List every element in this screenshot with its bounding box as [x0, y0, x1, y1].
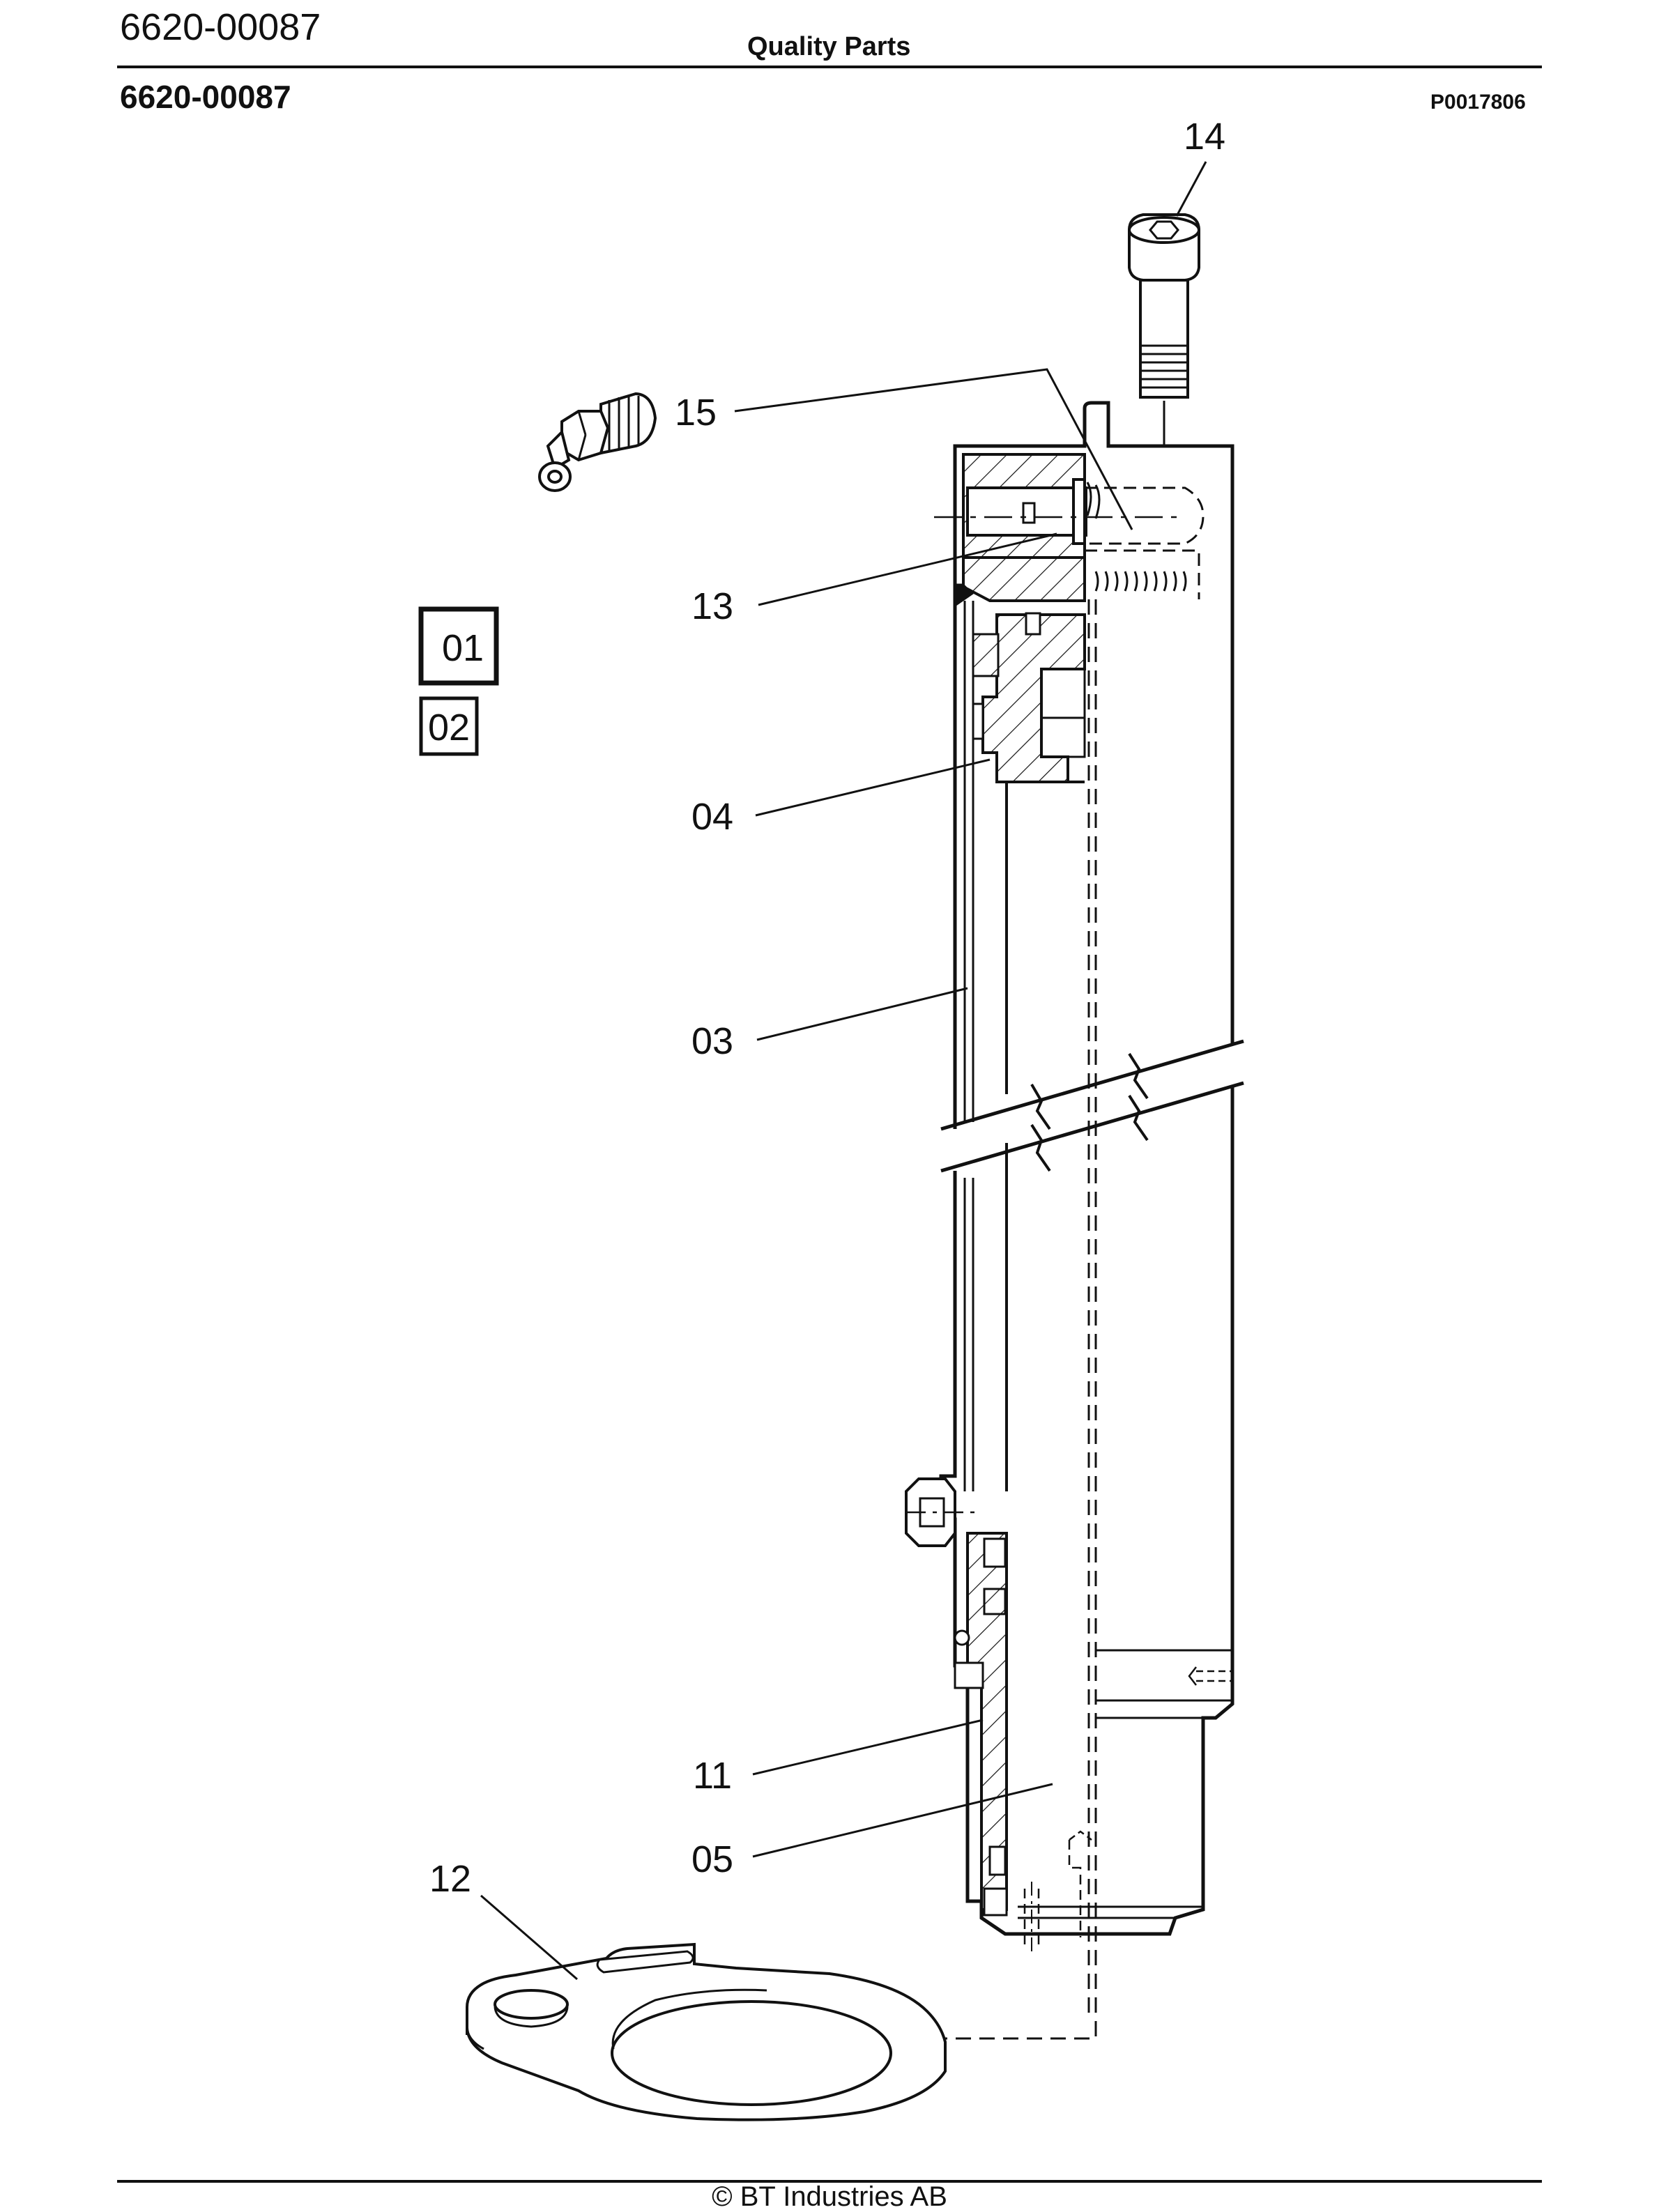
page-title: Quality Parts	[747, 32, 911, 61]
mounting-plate-part-12	[466, 1942, 947, 2121]
callout-leaders	[480, 161, 1207, 1981]
copyright-notice: © BT Industries AB	[712, 2181, 947, 2212]
callout-11: 11	[693, 1755, 732, 1797]
callout-15: 15	[675, 392, 717, 433]
callout-03: 03	[691, 1020, 733, 1062]
grease-nipple-part-15	[538, 392, 657, 492]
footer-divider	[117, 2180, 1542, 2183]
callout-12: 12	[429, 1858, 471, 1900]
document-number: 6620-00087	[120, 6, 321, 48]
item-box-01: 01	[418, 606, 499, 686]
cap-screw-part-14	[1128, 213, 1200, 446]
svg-text:01: 01	[442, 627, 484, 669]
callout-05: 05	[691, 1838, 733, 1880]
callout-04: 04	[691, 796, 733, 838]
svg-text:02: 02	[428, 707, 470, 748]
cylinder-assembly	[746, 401, 1244, 2087]
item-box-02: 02	[419, 696, 479, 756]
callout-14: 14	[1184, 116, 1225, 158]
picture-id: P0017806	[1430, 91, 1526, 114]
header-divider	[117, 66, 1542, 68]
callout-13: 13	[691, 585, 733, 627]
assembly-number: 6620-00087	[120, 79, 291, 115]
